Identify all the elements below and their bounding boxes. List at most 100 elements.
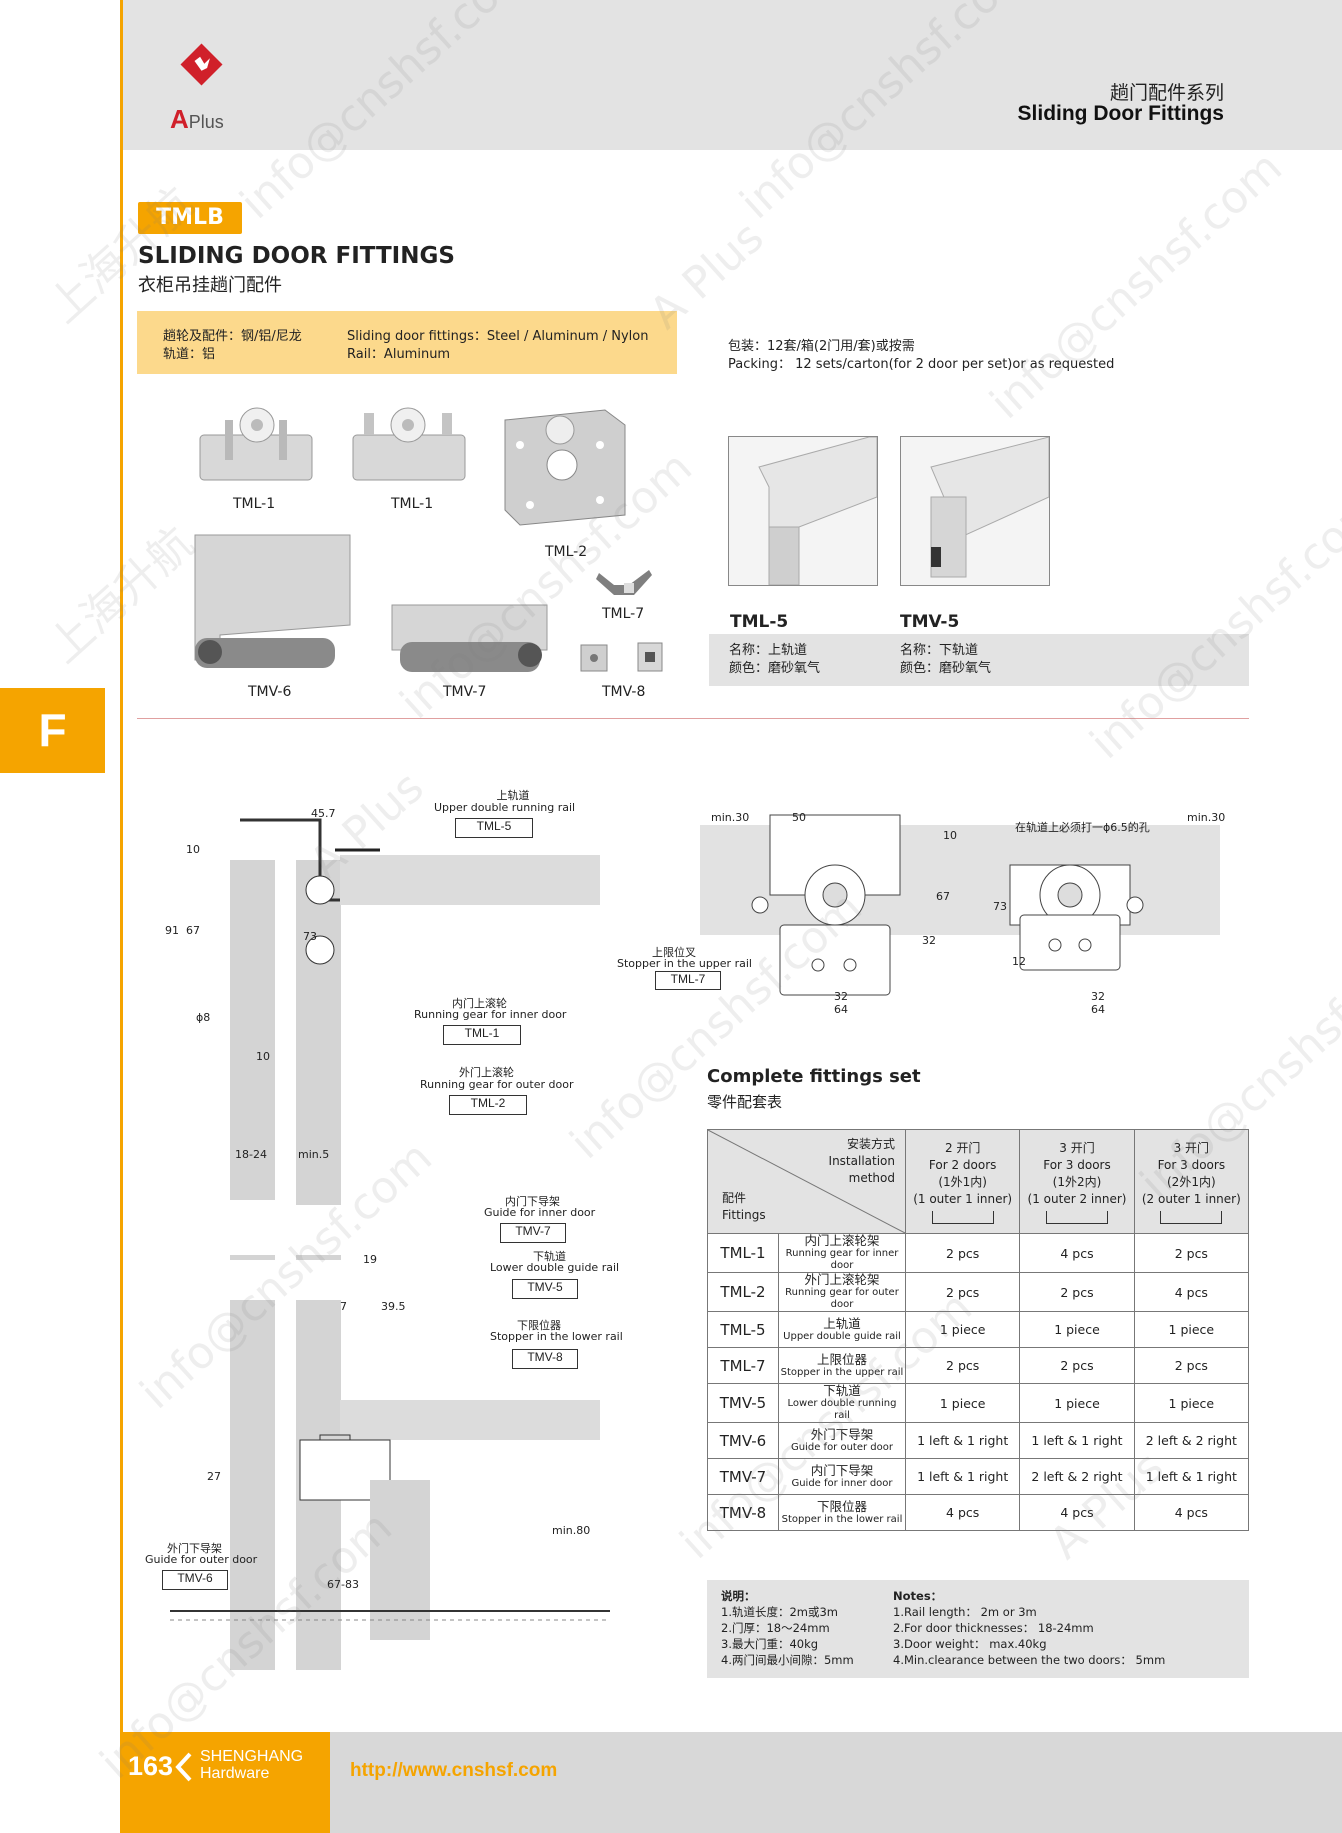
- hole-note: 在轨道上必须打一ϕ6.5的孔: [1015, 821, 1150, 834]
- quantity-cell: 1 piece: [1133, 1383, 1250, 1423]
- spec-en-2: Rail：Aluminum: [347, 347, 451, 362]
- lower-rail-en: Lower double guide rail: [490, 1261, 620, 1274]
- lower-rail-code: TMV-5: [512, 1279, 578, 1299]
- rg-inner-en: Running gear for inner door: [414, 1008, 567, 1021]
- quantity-cell: 4 pcs: [1133, 1494, 1250, 1531]
- footer-accent: [120, 1732, 330, 1833]
- header-band: [120, 0, 1342, 150]
- product-code-badge: TMLB: [138, 202, 242, 234]
- tml5-rail-image: [728, 436, 878, 586]
- header-corner-cell: 安装方式 Installation method 配件 Fittings: [707, 1129, 906, 1234]
- dim-67-top: 67: [936, 890, 950, 903]
- header-part-en: Fittings: [722, 1208, 766, 1222]
- page-number: 163: [128, 1751, 174, 1781]
- notes-box: 说明： 1.轨道长度：2m或3m 2.门厚：18～24mm 3.最大门重：40k…: [707, 1580, 1249, 1678]
- part-name-cn: 外门下导架: [810, 1426, 874, 1442]
- dim-7: 7: [340, 1300, 347, 1313]
- dim-phi8: ϕ8: [196, 1011, 211, 1024]
- dim-19: 19: [363, 1253, 377, 1266]
- section-tab-f: F: [0, 688, 105, 773]
- door-symbol-icon: [931, 1210, 994, 1224]
- packing-en: Packing： 12 sets/carton(for 2 door per s…: [728, 357, 1115, 372]
- rg-outer-cn: 外门上滚轮: [459, 1066, 514, 1079]
- quantity-cell: 2 left & 2 right: [1133, 1422, 1250, 1459]
- dim-32a: 32: [922, 934, 936, 947]
- dim-10a: 10: [186, 843, 200, 856]
- diagonal-line: [708, 1130, 905, 1233]
- quantity-cell: 2 left & 2 right: [1019, 1458, 1135, 1495]
- quantity-cell: 4 pcs: [1133, 1272, 1250, 1312]
- header-install-en-2: method: [848, 1171, 895, 1185]
- quantity-cell: 2 pcs: [1133, 1233, 1250, 1273]
- dim-39-5: 39.5: [381, 1300, 406, 1313]
- section-separator: [137, 718, 1249, 719]
- notes-cn-1: 1.轨道长度：2m或3m: [721, 1605, 839, 1619]
- quantity-cell: 1 piece: [1019, 1383, 1135, 1423]
- part-name-en: Guide for outer door: [791, 1441, 893, 1453]
- watermark: info@cnshsf.com: [1080, 481, 1342, 770]
- guide-inner-code: TMV-7: [500, 1223, 566, 1243]
- notes-en-2: 2.For door thicknesses： 18-24mm: [893, 1621, 1094, 1635]
- tml2-image: [504, 409, 626, 526]
- quantity-cell: 2 pcs: [904, 1233, 1021, 1273]
- rg-outer-en: Running gear for outer door: [420, 1078, 574, 1091]
- header-install: 安装方式 Installation method: [829, 1136, 895, 1187]
- guide-inner-en: Guide for inner door: [484, 1206, 596, 1219]
- part-name-en: Running gear for inner door: [785, 1248, 899, 1271]
- tmv6-image: [194, 534, 351, 668]
- part-name-cn: 内门上滚轮架: [804, 1233, 880, 1248]
- footer-url[interactable]: http://www.cnshsf.com: [350, 1760, 558, 1781]
- tml5-line1: 名称：上轨道: [729, 643, 808, 658]
- part-name-en: Upper double guide rail: [783, 1330, 901, 1342]
- tml2-label: TML-2: [545, 544, 588, 560]
- fittings-header-row: 安装方式 Installation method 配件 Fittings 2 开…: [707, 1129, 1250, 1234]
- series-title-en: Sliding Door Fittings: [1017, 102, 1224, 125]
- part-code: TML-2: [707, 1272, 779, 1312]
- dim-50: 50: [792, 811, 806, 824]
- quantity-cell: 1 left & 1 right: [1133, 1458, 1250, 1495]
- door-symbol-icon: [1045, 1210, 1108, 1224]
- packing-info: 包装：12套/箱(2门用/套)或按需 Packing： 12 sets/cart…: [728, 338, 1114, 374]
- part-name-cn: 外门上滚轮架: [804, 1272, 880, 1287]
- rg-inner-cn: 内门上滚轮: [452, 997, 507, 1010]
- upper-rail-code: TML-5: [455, 818, 533, 838]
- dim-45-7: 45.7: [311, 807, 336, 820]
- part-name-en: Guide for inner door: [791, 1477, 893, 1489]
- dim-67-83: 67-83: [327, 1578, 359, 1591]
- dim-73: 73: [303, 930, 317, 943]
- part-name-en: Stopper in the lower rail: [781, 1513, 903, 1525]
- logo-text: APlus: [170, 104, 224, 134]
- tml5-line2: 颜色：磨砂氧气: [729, 661, 821, 676]
- part-name-en: Stopper in the upper rail: [780, 1366, 904, 1378]
- quantity-cell: 1 left & 1 right: [904, 1458, 1021, 1495]
- dim-min30a: min.30: [711, 811, 750, 824]
- dim-64a: 64: [834, 1003, 848, 1016]
- chevron-left-icon: [175, 1752, 192, 1782]
- series-title-cn: 趟门配件系列: [1109, 82, 1224, 104]
- callout-upper-rail: 上轨道: [468, 787, 558, 803]
- tmv5-line1: 名称：下轨道: [900, 643, 979, 658]
- notes-cn-title: 说明：: [721, 1589, 756, 1603]
- dim-64b: 64: [1091, 1003, 1105, 1016]
- notes-en-1: 1.Rail length： 2m or 3m: [893, 1605, 1037, 1619]
- tmv5-line2: 颜色：磨砂氧气: [900, 661, 992, 676]
- part-name-cn: 下轨道: [823, 1383, 861, 1398]
- packing-cn: 包装：12套/箱(2门用/套)或按需: [728, 339, 915, 354]
- quantity-cell: 2 pcs: [1019, 1347, 1135, 1384]
- quantity-cell: 4 pcs: [904, 1494, 1021, 1531]
- guide-outer-code: TMV-6: [162, 1570, 228, 1590]
- dim-18-24: 18-24: [235, 1148, 267, 1161]
- stopper-upper-en: Stopper in the upper rail: [617, 957, 752, 970]
- spec-cn-1: 趟轮及配件：钢/铝/尼龙: [163, 329, 302, 344]
- tml7-label: TML-7: [602, 606, 645, 622]
- fittings-title-cn: 零件配套表: [707, 1093, 783, 1111]
